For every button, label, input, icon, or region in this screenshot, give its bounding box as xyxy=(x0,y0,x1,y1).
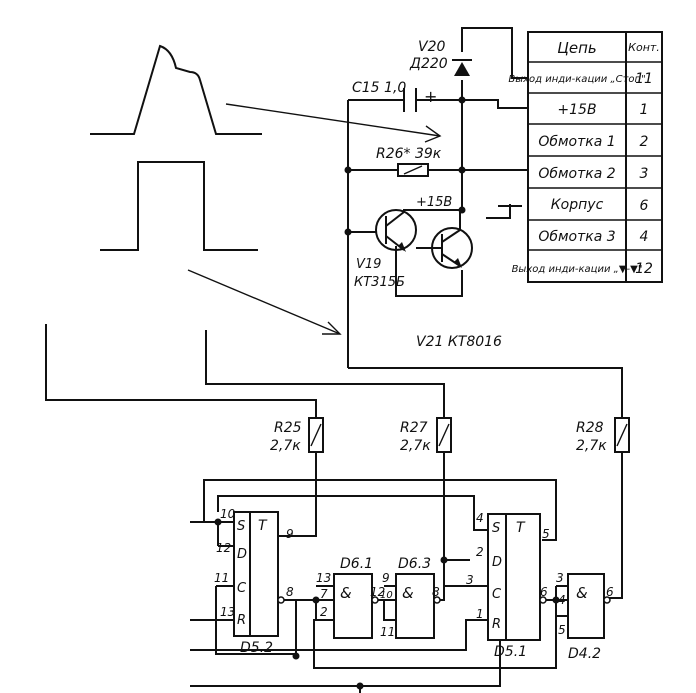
pulse-waveform-top xyxy=(90,44,262,135)
resistor-r25 xyxy=(308,417,324,453)
d52-pin-num: 11 xyxy=(214,571,229,585)
v21-label: V21 КТ8016 xyxy=(416,334,502,350)
table-row-contact: 1 xyxy=(640,102,649,118)
d61-pin-num: 13 xyxy=(316,571,331,585)
d52-pin-r: R xyxy=(237,613,246,628)
d52-pin-s: S xyxy=(237,519,245,534)
r25-value: 2,7к xyxy=(270,438,301,454)
d51-pin-num: 4 xyxy=(476,511,484,525)
table-row-circuit: Выход инди-кации „▼-▼" xyxy=(512,264,643,275)
r25-ref: R25 xyxy=(274,420,302,436)
d52-pin-num: 8 xyxy=(286,585,294,599)
d51-pin-num: 3 xyxy=(466,573,474,587)
d51-pin-s: S xyxy=(492,521,500,536)
table-row-circuit: Выход инди-кации „Стоп" xyxy=(508,74,645,85)
pin-table: Цепь Конт. Выход инди-кации „Стоп" 11 +1… xyxy=(508,31,663,283)
resistor-r26 xyxy=(397,163,429,177)
d51-pin-num: 6 xyxy=(540,585,548,599)
d61-pin-num: 2 xyxy=(320,605,328,619)
table-row-circuit: Обмотка 1 xyxy=(538,134,615,150)
table-row-circuit: Обмотка 2 xyxy=(538,166,615,182)
d51-pin-r: R xyxy=(492,617,501,632)
table-row-circuit: Обмотка 3 xyxy=(538,229,615,245)
d51-pin-c: C xyxy=(492,587,502,602)
table-row-contact: 6 xyxy=(640,198,649,214)
d63-pin-num: 9 xyxy=(382,571,390,585)
gate-d4-2 xyxy=(567,573,611,639)
d52-pin-c: C xyxy=(237,581,247,596)
d52-pin-num: 13 xyxy=(220,605,235,619)
d61-sym: & xyxy=(340,584,352,602)
d51-pin-d: D xyxy=(492,555,502,570)
d52-ref: D5.2 xyxy=(240,640,273,656)
d51-ref: D5.1 xyxy=(494,644,527,660)
table-header-circuit: Цепь xyxy=(557,39,597,57)
d42-pin-num: 4 xyxy=(558,593,566,607)
d51-pin-num: 1 xyxy=(476,607,484,621)
d52-pin-d: D xyxy=(237,547,247,562)
table-row-circuit: Корпус xyxy=(551,197,604,213)
table-row-contact: 12 xyxy=(635,261,653,277)
d63-pin-num: 11 xyxy=(380,625,395,639)
transistor-v19 xyxy=(375,209,462,252)
d42-pin-num: 3 xyxy=(556,571,564,585)
c15-plus: + xyxy=(424,87,437,106)
d52-pin-num: 9 xyxy=(286,527,294,541)
gate-d6-3 xyxy=(395,573,441,639)
d52-pin-num: 12 xyxy=(216,541,231,555)
top-circuit-wires xyxy=(347,27,623,418)
d61-pin-num: 12 xyxy=(370,585,385,599)
v20-ref: V20 xyxy=(418,39,445,55)
d61-ref: D6.1 xyxy=(340,556,373,572)
d42-sym: & xyxy=(576,584,588,602)
resistor-r28 xyxy=(614,417,630,453)
supply-label: +15В xyxy=(416,195,452,210)
r27-ref: R27 xyxy=(400,420,428,436)
flipflop-d5-1 xyxy=(487,513,547,641)
table-row-contact: 2 xyxy=(640,134,649,150)
v20-type: Д220 xyxy=(409,56,448,72)
d51-pin-num: 2 xyxy=(476,545,484,559)
table-row-contact: 3 xyxy=(640,166,649,182)
d63-sym: & xyxy=(402,584,414,602)
d52-t: T xyxy=(258,518,268,534)
d42-pin-num: 6 xyxy=(606,585,614,599)
d51-t: T xyxy=(516,520,526,536)
d51-pin-num: 5 xyxy=(542,527,550,541)
r26-label: R26* 39к xyxy=(376,146,442,162)
arrows xyxy=(187,103,442,335)
diode-v20 xyxy=(452,59,472,76)
d63-pin-num: 8 xyxy=(432,585,440,599)
v19-ref: V19 xyxy=(356,257,381,272)
d63-pin-num: 10 xyxy=(380,590,393,601)
pulse-waveform-bottom xyxy=(100,161,258,251)
junction-dots xyxy=(214,96,560,690)
d42-pin-num: 5 xyxy=(558,623,566,637)
v19-type: КТ315Б xyxy=(354,275,405,290)
c15-label: C15 1,0 xyxy=(352,80,406,96)
table-row-contact: 11 xyxy=(635,71,653,87)
flipflop-d5-2 xyxy=(233,511,285,637)
r28-value: 2,7к xyxy=(576,438,607,454)
d61-pin-num: 7 xyxy=(320,587,328,601)
d63-ref: D6.3 xyxy=(398,556,431,572)
transistor-v21 xyxy=(416,210,473,269)
resistor-r27 xyxy=(436,417,452,453)
r28-ref: R28 xyxy=(576,420,604,436)
table-row-contact: 4 xyxy=(640,229,649,245)
d42-ref: D4.2 xyxy=(568,646,601,662)
r27-value: 2,7к xyxy=(400,438,431,454)
d52-pin-num: 10 xyxy=(220,507,236,521)
gate-d6-1 xyxy=(333,573,379,639)
table-header-contact: Конт. xyxy=(628,41,660,54)
table-row-circuit: +15В xyxy=(557,102,596,118)
